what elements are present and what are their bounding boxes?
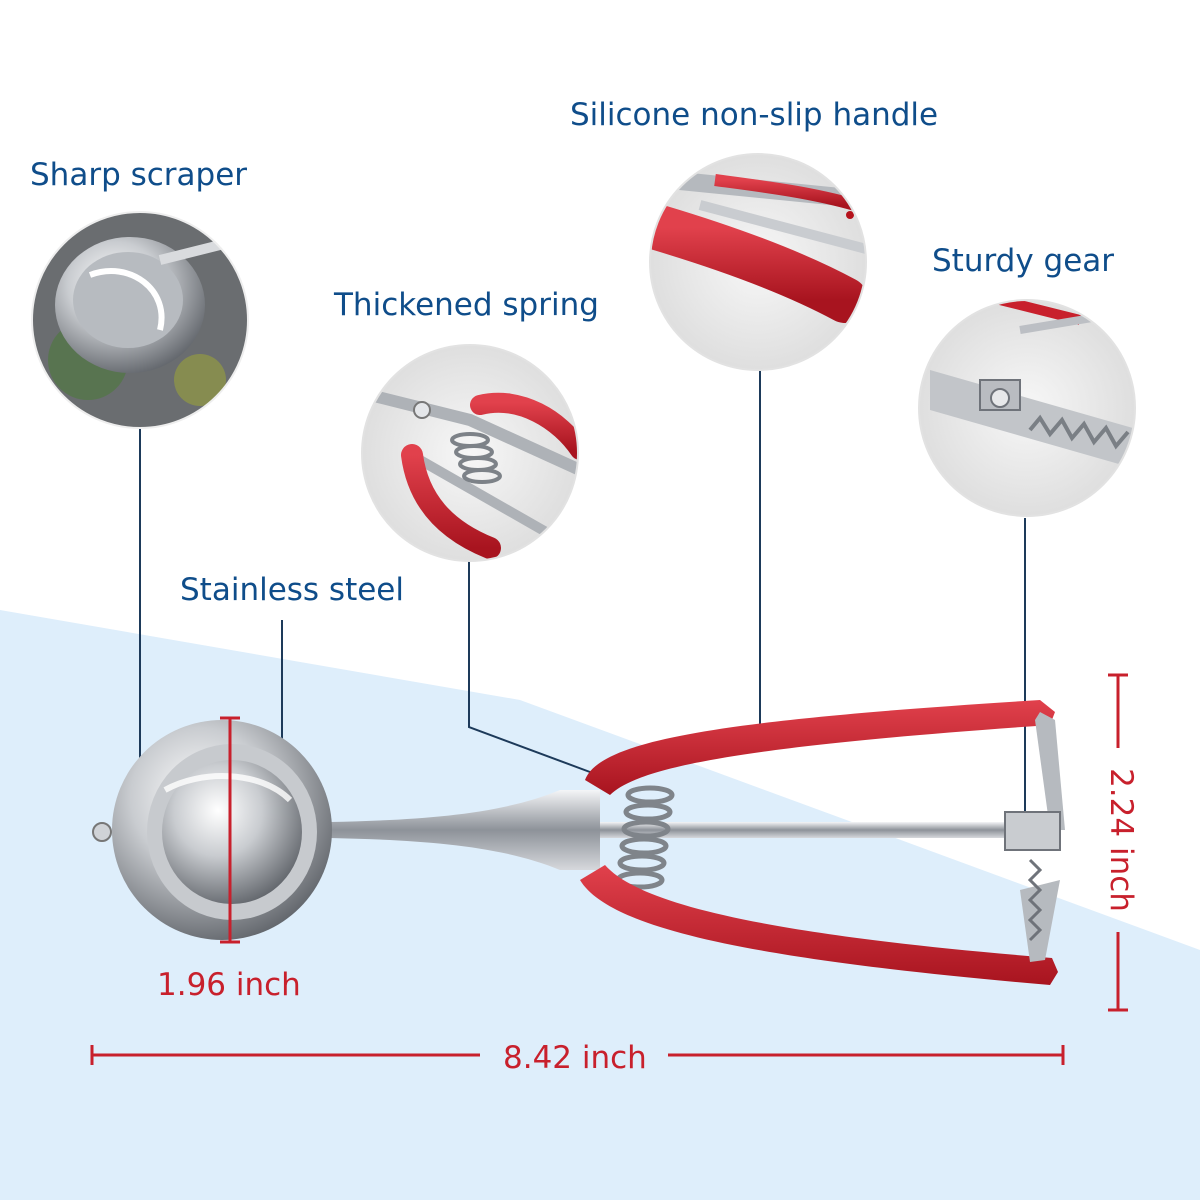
dimension-total-length: 8.42 inch bbox=[503, 1040, 647, 1076]
spring-coil bbox=[615, 785, 675, 890]
dimension-lines bbox=[90, 673, 1128, 1065]
scoop-main-photo bbox=[92, 700, 1065, 985]
label-stainless-steel: Stainless steel bbox=[180, 572, 404, 608]
dimension-bowl-diameter: 1.96 inch bbox=[157, 967, 301, 1003]
spring-detail-photo bbox=[362, 345, 578, 561]
label-thickened-spring: Thickened spring bbox=[334, 287, 599, 323]
handle-detail-photo bbox=[650, 154, 866, 370]
label-sharp-scraper: Sharp scraper bbox=[30, 157, 248, 193]
label-silicone-handle: Silicone non-slip handle bbox=[570, 97, 939, 133]
gear-detail-photo bbox=[919, 300, 1135, 516]
scraper-detail-photo bbox=[32, 212, 248, 428]
label-sturdy-gear: Sturdy gear bbox=[932, 243, 1115, 279]
dimension-height: 2.24 inch bbox=[1103, 768, 1139, 912]
